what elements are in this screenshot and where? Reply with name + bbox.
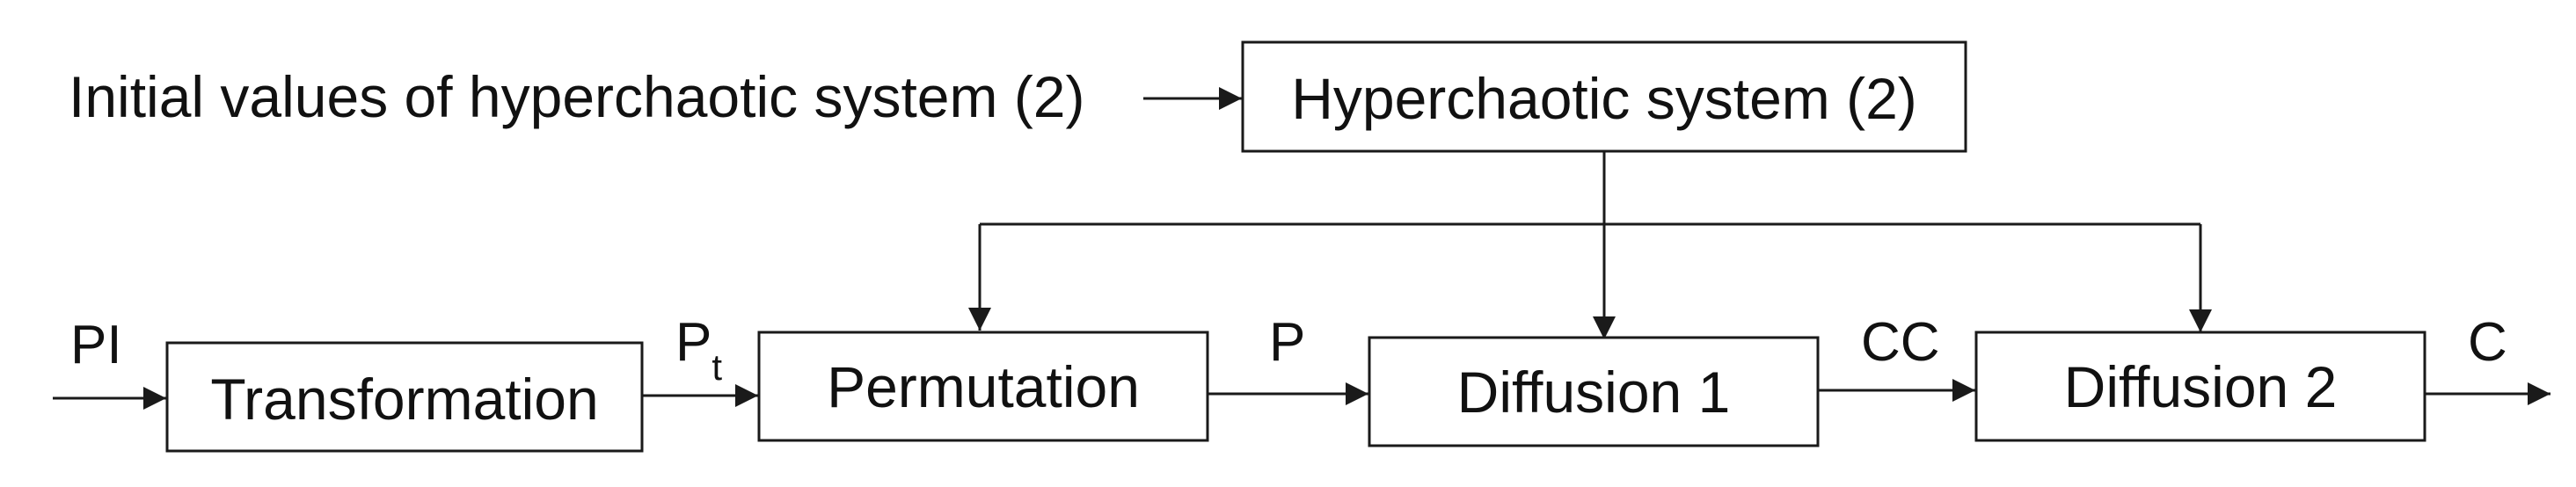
permutation-label: Permutation xyxy=(827,354,1140,419)
hyperchaotic-system-label: Hyperchaotic system (2) xyxy=(1291,66,1917,131)
diffusion1-box: Diffusion 1 xyxy=(1368,336,1820,447)
signal-pi-label: PI xyxy=(70,315,122,375)
diffusion2-box: Diffusion 2 xyxy=(1974,331,2426,442)
signal-pt-subscript: t xyxy=(712,346,722,388)
signal-pt-label: Pt xyxy=(675,312,722,388)
diffusion2-label: Diffusion 2 xyxy=(2064,354,2338,419)
permutation-box: Permutation xyxy=(757,331,1209,442)
signal-p-label: P xyxy=(1269,312,1305,373)
transformation-box: Transformation xyxy=(165,341,644,453)
signal-cc-label: CC xyxy=(1861,312,1940,373)
signal-c-label: C xyxy=(2468,312,2507,373)
diffusion1-label: Diffusion 1 xyxy=(1457,360,1731,425)
signal-pt-base: P xyxy=(675,312,712,373)
transformation-label: Transformation xyxy=(210,367,598,432)
hyperchaotic-system-box: Hyperchaotic system (2) xyxy=(1241,40,1967,153)
initial-values-label: Initial values of hyperchaotic system (2… xyxy=(69,64,1084,129)
